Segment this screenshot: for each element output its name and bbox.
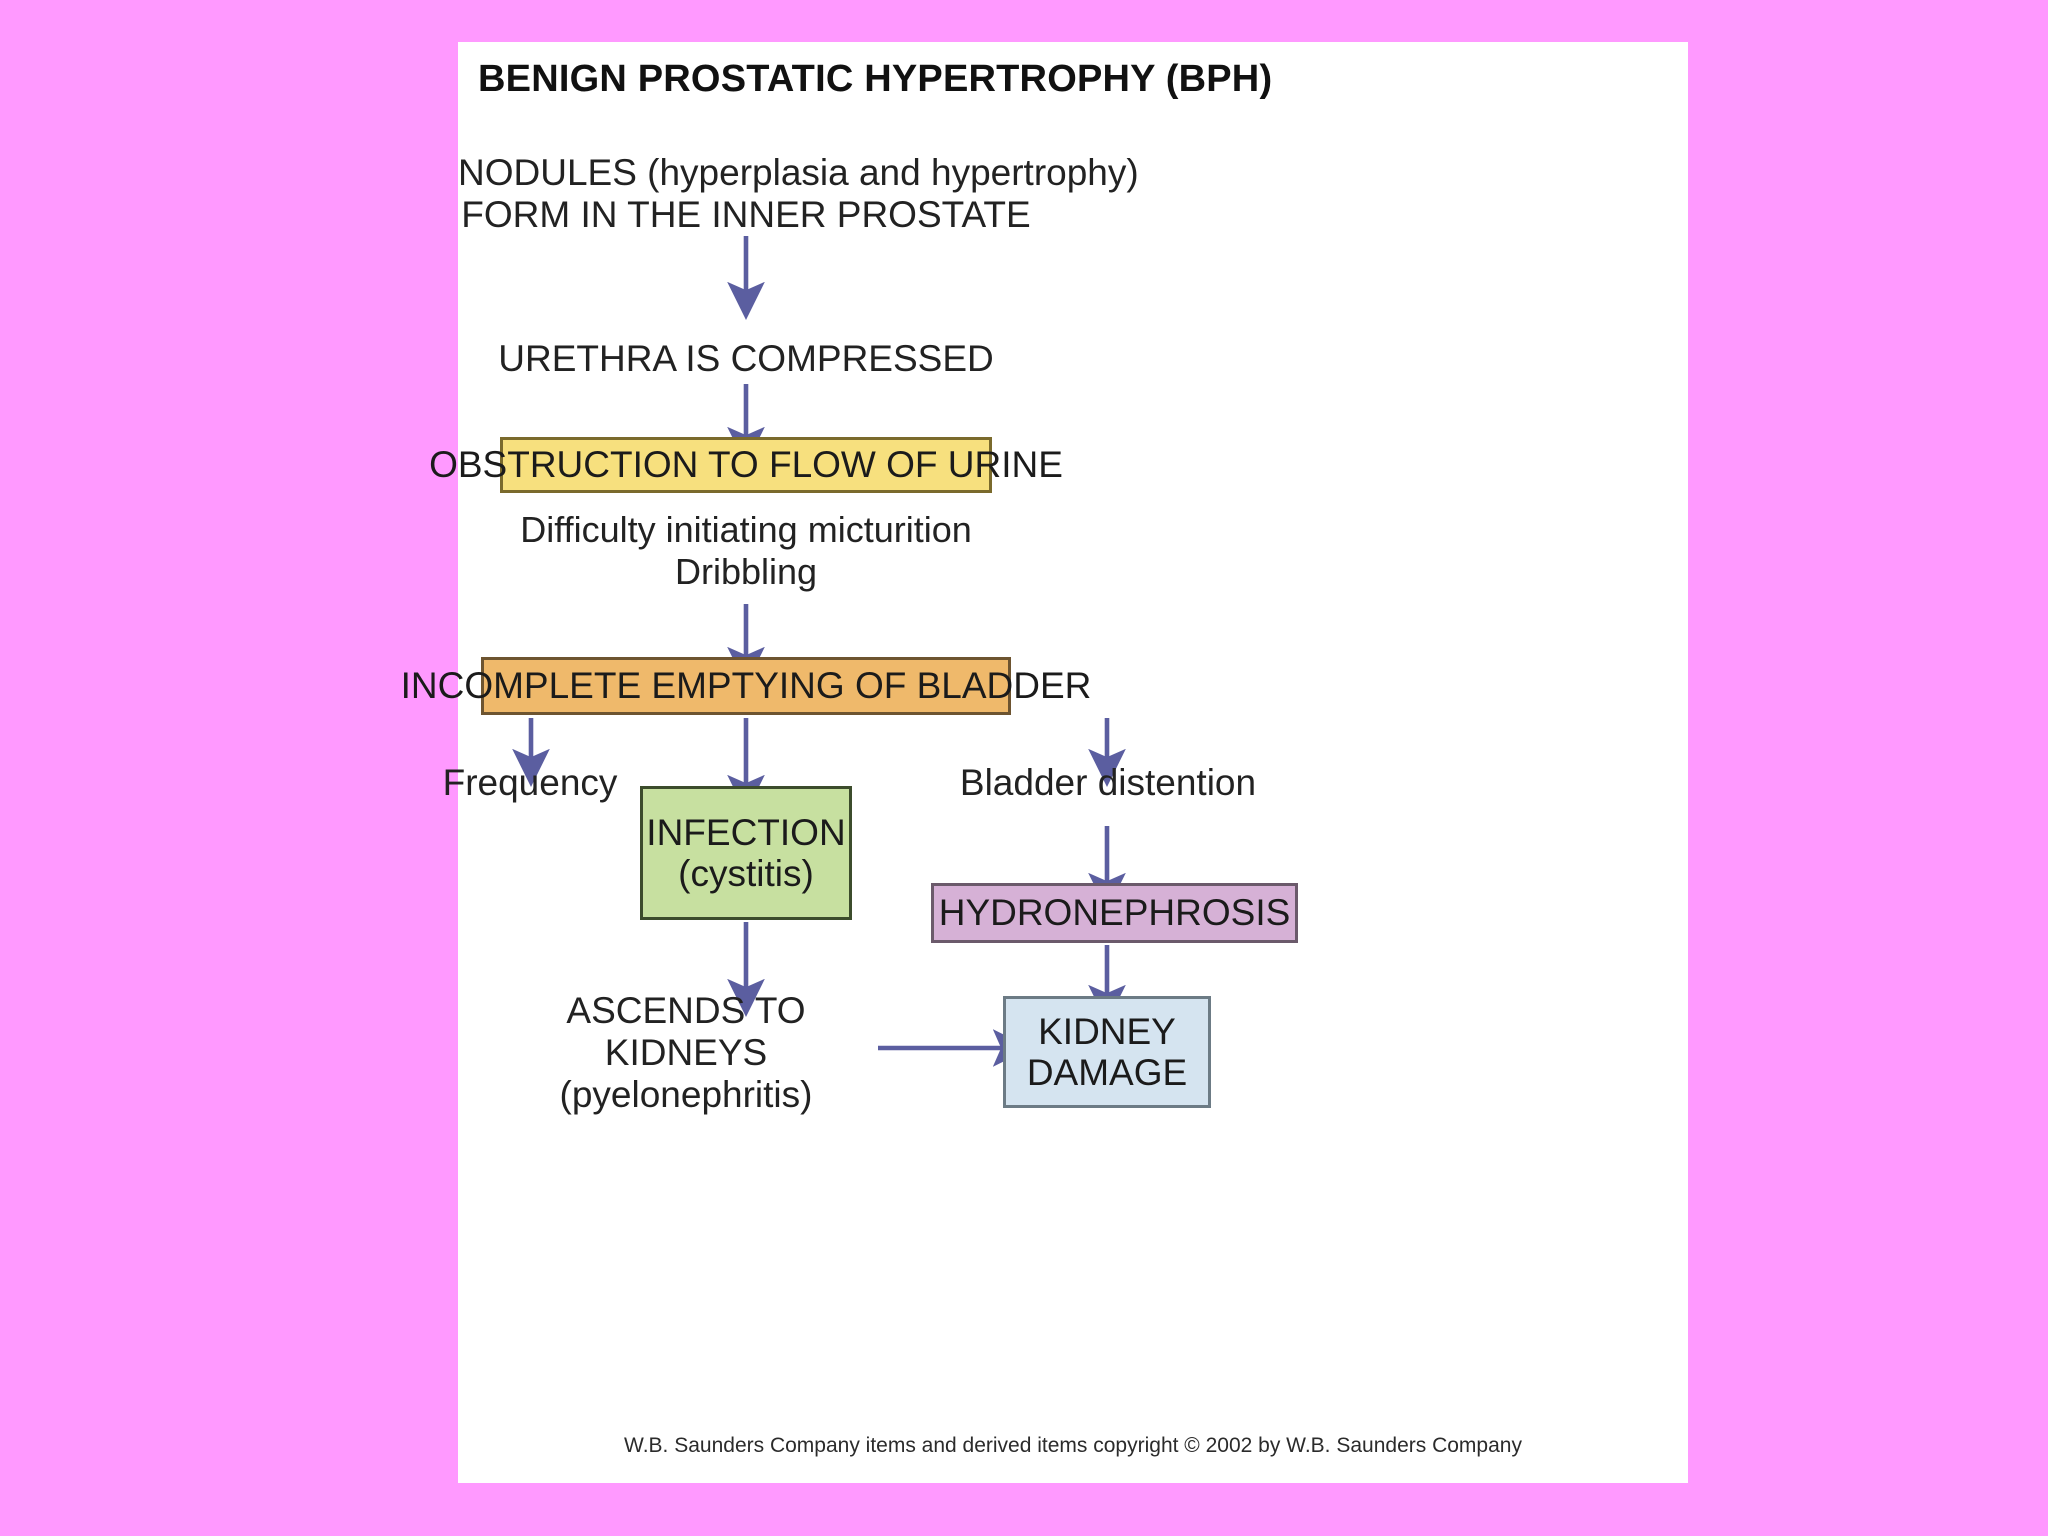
node-symptoms-line1: Difficulty initiating micturition bbox=[520, 509, 972, 550]
node-kidney-damage[interactable]: KIDNEY DAMAGE bbox=[1003, 996, 1211, 1108]
copyright-credit: W.B. Saunders Company items and derived … bbox=[624, 1434, 1522, 1457]
node-obstruction-to-flow-of-urine[interactable]: OBSTRUCTION TO FLOW OF URINE bbox=[429, 437, 1063, 493]
node-ascends-line3: (pyelonephritis) bbox=[559, 1074, 813, 1115]
node-infection[interactable]: INFECTION (cystitis) bbox=[640, 786, 852, 920]
node-kidney-damage-line1: KIDNEY bbox=[1038, 1010, 1176, 1052]
node-symptoms-line2: Dribbling bbox=[674, 551, 818, 592]
diagram-card: BENIGN PROSTATIC HYPERTROPHY (BPH) NODUL… bbox=[401, 42, 1688, 1483]
node-nodules-line1: NODULES (hyperplasia and hypertrophy) bbox=[458, 152, 1139, 193]
node-ascends-line2: KIDNEYS bbox=[604, 1032, 768, 1073]
node-frequency: Frequency bbox=[442, 762, 618, 803]
node-nodules-line2: FORM IN THE INNER PROSTATE bbox=[461, 194, 1031, 235]
node-infection-line2: (cystitis) bbox=[678, 853, 814, 894]
node-hydronephrosis[interactable]: HYDRONEPHROSIS bbox=[931, 883, 1298, 943]
node-incomplete-emptying-of-bladder[interactable]: INCOMPLETE EMPTYING OF BLADDER bbox=[401, 657, 1091, 715]
node-bladder-distention: Bladder distention bbox=[959, 762, 1257, 803]
node-kidney-damage-line2: DAMAGE bbox=[1026, 1052, 1188, 1093]
diagram-title: BENIGN PROSTATIC HYPERTROPHY (BPH) bbox=[478, 58, 1273, 100]
node-ascends-line1: ASCENDS TO bbox=[566, 990, 806, 1031]
node-infection-line1: INFECTION bbox=[646, 811, 846, 853]
node-urethra-compressed: URETHRA IS COMPRESSED bbox=[498, 338, 994, 379]
